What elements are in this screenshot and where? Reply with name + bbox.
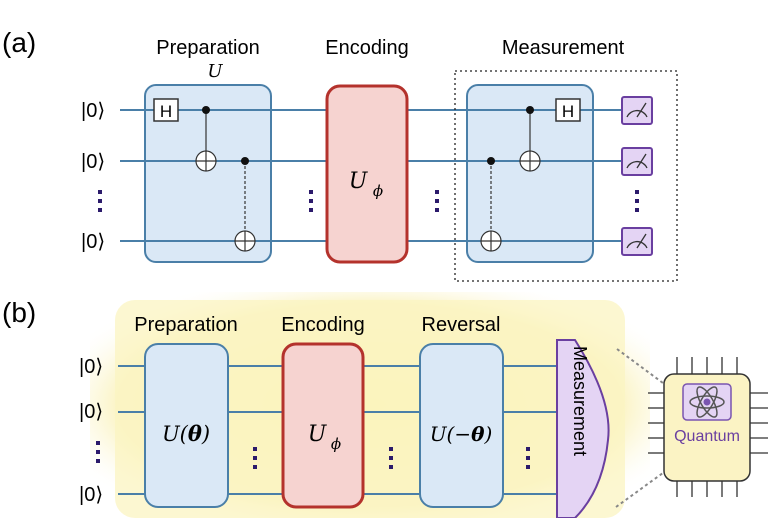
panel-a-encoding-op: U bbox=[349, 169, 369, 194]
panel-a-ellipsis-2 bbox=[435, 190, 439, 212]
ket-0: |0⟩ bbox=[79, 356, 103, 378]
panel-a-kets: |0⟩ |0⟩ |0⟩ bbox=[81, 100, 105, 253]
panel-b-label: (b) bbox=[2, 297, 36, 328]
panel-b-measurement-block bbox=[556, 339, 610, 518]
ellipsis-dots bbox=[96, 459, 100, 463]
panel-a-measurement-frame bbox=[454, 70, 678, 282]
panel-b-prep-op: U(θ) bbox=[162, 421, 210, 446]
connector-line bbox=[616, 348, 668, 387]
panel-b-header-reversal: Reversal bbox=[422, 314, 501, 336]
ellipsis-dots bbox=[98, 190, 102, 194]
panel-b-encoding-block bbox=[281, 342, 365, 509]
chip-label: Quantum bbox=[674, 428, 740, 445]
hadamard-gate bbox=[555, 98, 581, 122]
ellipsis-dots bbox=[96, 450, 100, 454]
panel-b-kets: |0⟩ |0⟩ |0⟩ bbox=[79, 356, 103, 506]
panel-a-encoding-op-sub: ϕ bbox=[373, 182, 383, 200]
ellipsis-dots bbox=[98, 208, 102, 212]
panel-b-header-encoding: Encoding bbox=[281, 314, 364, 336]
panel-a-prep-gates bbox=[145, 98, 271, 252]
panel-a-ellipsis-1 bbox=[309, 190, 313, 212]
meter-icon bbox=[621, 96, 653, 125]
panel-a-header-preparation: Preparation bbox=[156, 37, 259, 59]
ellipsis-dots bbox=[98, 199, 102, 203]
panel-b-header-preparation: Preparation bbox=[134, 314, 237, 336]
panel-b-preparation-block bbox=[144, 343, 229, 508]
atom-icon bbox=[682, 383, 732, 421]
hadamard-label: H bbox=[562, 102, 574, 121]
panel-a-header-measurement: Measurement bbox=[502, 37, 625, 59]
panel-a-inverse-gates bbox=[467, 98, 593, 252]
panel-b-encoding-op-sub: ϕ bbox=[331, 435, 341, 453]
ket-2: |0⟩ bbox=[81, 231, 105, 253]
panel-a-encoding-block bbox=[325, 84, 409, 264]
meter-icon bbox=[621, 227, 653, 256]
panel-b-ellipsis-2 bbox=[389, 447, 393, 469]
ket-2: |0⟩ bbox=[79, 484, 103, 506]
ket-0: |0⟩ bbox=[81, 100, 105, 122]
ket-1: |0⟩ bbox=[79, 401, 103, 423]
panel-a-ellipsis-3 bbox=[635, 190, 639, 212]
panel-b-encoding-op: U bbox=[308, 422, 328, 447]
panel-a-header-encoding: Encoding bbox=[325, 37, 408, 59]
panel-b-ellipsis-3 bbox=[526, 447, 530, 469]
panel-b-reversal-block bbox=[419, 343, 504, 508]
chip-icon bbox=[648, 357, 768, 497]
hadamard-gate bbox=[153, 98, 179, 122]
panel-a-preparation-block bbox=[144, 84, 272, 263]
panel-a-label: (a) bbox=[2, 27, 36, 58]
meter-icon bbox=[621, 147, 653, 176]
panel-b-ellipsis-1 bbox=[253, 447, 257, 469]
panel-a-inverse-prep-block bbox=[466, 84, 594, 263]
ket-1: |0⟩ bbox=[81, 151, 105, 173]
hadamard-label: H bbox=[160, 102, 172, 121]
panel-b-measurement-label: Measurement bbox=[570, 346, 590, 456]
panel-a-prep-op: U bbox=[207, 61, 223, 82]
ellipsis-dots bbox=[96, 441, 100, 445]
panel-b-reversal-op: U(−θ) bbox=[430, 422, 493, 446]
connector-line bbox=[615, 469, 668, 508]
